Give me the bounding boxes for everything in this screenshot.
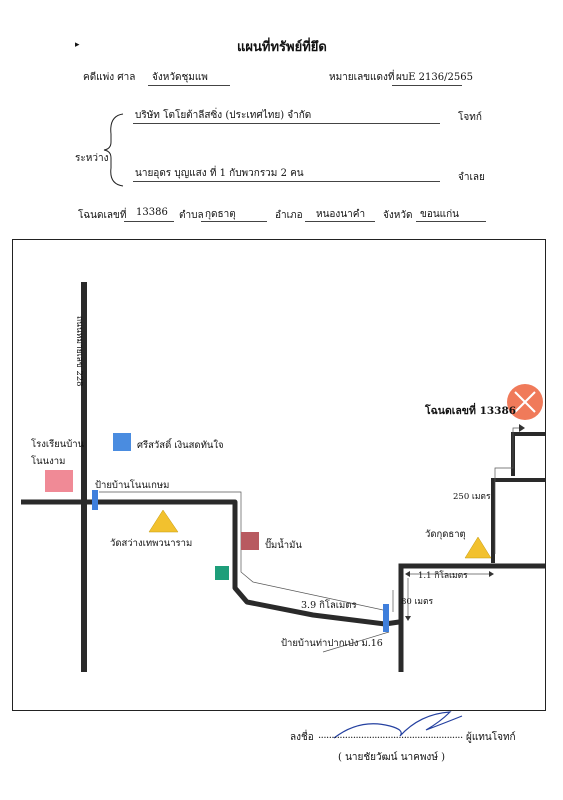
school-marker bbox=[45, 470, 73, 492]
defendant-underline bbox=[133, 180, 440, 182]
plot-road-right bbox=[491, 478, 545, 563]
subdistrict-value: กุดธาตุ bbox=[205, 209, 236, 220]
case-number-underline bbox=[392, 84, 462, 86]
bus-stop-1-marker bbox=[92, 490, 98, 510]
shop-marker bbox=[113, 433, 131, 451]
school-label: โรงเรียนบ้าน bbox=[31, 439, 85, 450]
plaintiff-role: โจทก์ bbox=[458, 112, 482, 123]
dist-arrow-left bbox=[405, 571, 410, 577]
district-value: หนองนาคำ bbox=[316, 209, 366, 220]
route-arrow-line bbox=[494, 427, 521, 554]
side-road bbox=[398, 563, 545, 672]
temple-2-marker bbox=[464, 536, 492, 559]
highway-label: ถนนหมายเลข 228 bbox=[74, 316, 84, 387]
page-title: แผนที่ทรัพย์ที่ยึด bbox=[237, 40, 327, 55]
deed-underline bbox=[124, 220, 174, 222]
distance-1-label: 3.9 กิโลเมตร bbox=[301, 600, 357, 611]
district-label: อำเภอ bbox=[275, 210, 303, 221]
bus-stop-2-marker bbox=[383, 604, 389, 632]
gas-station-marker bbox=[241, 532, 259, 550]
location-map: ถนนหมายเลข 228 โฉนดเลขที่ 13386 โรงเรียน… bbox=[12, 239, 546, 711]
green-marker bbox=[215, 566, 229, 580]
bus-stop-2-label: ป้ายบ้านท่าปากเป่ง ม.16 bbox=[281, 638, 383, 649]
scan-mark: ▸ bbox=[75, 40, 80, 50]
dist-arrow-down bbox=[405, 616, 411, 621]
sign-label: ลงชื่อ bbox=[290, 732, 314, 743]
subdistrict-label: ตำบล bbox=[179, 210, 204, 221]
dist-arrow-right bbox=[489, 571, 494, 577]
gas-station-label: ปั๊มน้ำมัน bbox=[265, 540, 302, 551]
temple-1-label: วัดสว่างเทพวนาราม bbox=[110, 538, 193, 549]
signature-scribble bbox=[333, 711, 463, 739]
case-number-value: ผบE 2136/2565 bbox=[396, 72, 473, 83]
district-underline bbox=[305, 220, 375, 222]
plaintiff-underline bbox=[133, 122, 440, 124]
plaintiff-name: บริษัท โตโยต้าลีสซิ่ง (ประเทศไทย) จำกัด bbox=[135, 110, 312, 121]
province-underline bbox=[416, 220, 486, 222]
school-label-line2: โนนงาม bbox=[31, 456, 66, 467]
province-value: ขอนแก่น bbox=[420, 209, 460, 220]
bus-stop-1-label: ป้ายบ้านโนนเกษม bbox=[95, 480, 170, 491]
route-line-3 bbox=[322, 631, 390, 653]
distance-4-label: 250 เมตร bbox=[453, 492, 491, 502]
deed-value: 13386 bbox=[136, 207, 168, 218]
route-arrow-head-1 bbox=[519, 424, 525, 432]
map-drawing bbox=[21, 282, 545, 672]
court-label: คดีแพ่ง ศาล bbox=[83, 72, 136, 83]
signer-name: ( นายชัยวัฒน์ นาคพงษ์ ) bbox=[338, 752, 445, 763]
court-value: จังหวัดชุมแพ bbox=[152, 72, 208, 83]
sign-dots: ........................................… bbox=[318, 730, 463, 741]
defendant-role: จำเลย bbox=[458, 172, 485, 183]
target-cross-2 bbox=[514, 391, 536, 413]
temple-2-label: วัดกุดธาตุ bbox=[425, 529, 466, 540]
court-underline bbox=[148, 84, 230, 86]
temple-1-marker bbox=[148, 509, 179, 533]
distance-3-label: 80 เมตร bbox=[401, 597, 434, 607]
deed-map-label: โฉนดเลขที่ 13386 bbox=[425, 405, 517, 417]
signer-role: ผู้แทนโจทก์ bbox=[466, 732, 516, 743]
province-label: จังหวัด bbox=[383, 210, 413, 221]
shop-label: ศรีสวัสดิ์ เงินสดทันใจ bbox=[137, 440, 224, 451]
distance-2-label: 1.1 กิโลเมตร bbox=[418, 571, 468, 581]
plot-road-top bbox=[511, 432, 545, 476]
subdistrict-underline bbox=[201, 220, 267, 222]
bracket bbox=[103, 113, 124, 187]
deed-label: โฉนดเลขที่ bbox=[78, 210, 127, 221]
case-number-label: หมายเลขแดงที่ bbox=[329, 72, 395, 83]
route-line-1 bbox=[99, 491, 384, 611]
between-label: ระหว่าง bbox=[75, 153, 109, 164]
defendant-name: นายอุดร บุญแสง ที่ 1 กับพวกรวม 2 คน bbox=[135, 168, 304, 179]
